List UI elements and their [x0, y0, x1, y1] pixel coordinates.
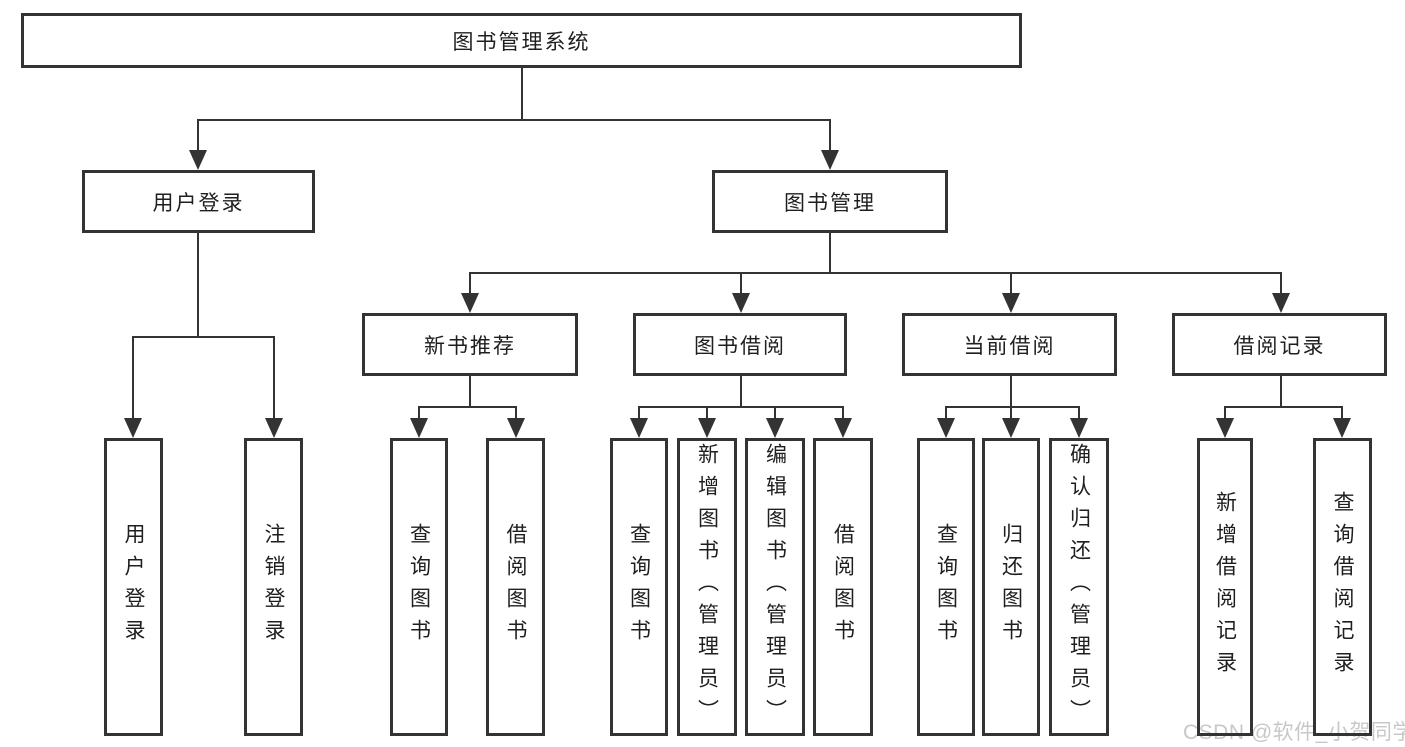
leaf-query-books-2: 查询图书	[610, 438, 668, 736]
arrow-down-icon	[1070, 418, 1088, 438]
connector-line	[1010, 376, 1012, 407]
node-current-borrow: 当前借阅	[902, 313, 1117, 376]
arrow-down-icon	[265, 418, 283, 438]
node-borrow-record: 借阅记录	[1172, 313, 1387, 376]
connector-line	[1341, 406, 1343, 422]
leaf-confirm-return-admin: 确认归还（管理员）	[1049, 438, 1109, 736]
arrow-down-icon	[698, 418, 716, 438]
leaf-query-books-1: 查询图书	[390, 438, 448, 736]
connector-line	[418, 406, 517, 408]
leaf-borrow-books-1: 借阅图书	[486, 438, 545, 736]
node-root: 图书管理系统	[21, 13, 1022, 68]
node-book-borrow-label: 图书借阅	[694, 334, 786, 358]
arrow-down-icon	[821, 150, 839, 170]
leaf-label: 新增图书（管理员）	[695, 443, 719, 731]
leaf-edit-books-admin: 编辑图书（管理员）	[745, 438, 805, 736]
leaf-label: 借阅图书	[504, 523, 527, 651]
arrow-down-icon	[1002, 293, 1020, 313]
arrow-down-icon	[732, 293, 750, 313]
node-user-login-label: 用户登录	[152, 191, 245, 215]
connector-line	[945, 406, 1080, 408]
connector-line	[197, 233, 199, 337]
connector-line	[638, 406, 844, 408]
leaf-label: 编辑图书（管理员）	[763, 443, 787, 731]
leaf-query-books-3: 查询图书	[917, 438, 975, 736]
arrow-down-icon	[1333, 418, 1351, 438]
connector-line	[1078, 406, 1080, 422]
leaf-query-borrow-record: 查询借阅记录	[1313, 438, 1372, 736]
node-book-borrow: 图书借阅	[633, 313, 847, 376]
arrow-down-icon	[410, 418, 428, 438]
node-book-management: 图书管理	[712, 170, 948, 233]
connector-line	[706, 406, 708, 422]
arrow-down-icon	[124, 418, 142, 438]
leaf-label: 注销登录	[262, 523, 285, 651]
connector-line	[273, 336, 275, 420]
node-root-label: 图书管理系统	[452, 30, 591, 54]
leaf-borrow-books-2: 借阅图书	[813, 438, 873, 736]
connector-line	[197, 119, 199, 153]
arrow-down-icon	[834, 418, 852, 438]
leaf-logout: 注销登录	[244, 438, 303, 736]
connector-line	[774, 406, 776, 422]
connector-line	[842, 406, 844, 422]
leaf-return-books: 归还图书	[982, 438, 1040, 736]
connector-line	[1280, 376, 1282, 407]
arrow-down-icon	[507, 418, 525, 438]
leaf-label: 查询借阅记录	[1331, 491, 1354, 683]
connector-line	[469, 376, 471, 407]
connector-line	[1010, 272, 1012, 296]
leaf-label: 查询图书	[407, 523, 431, 651]
leaf-add-books-admin: 新增图书（管理员）	[677, 438, 737, 736]
node-new-book-recommend: 新书推荐	[362, 313, 578, 376]
connector-line	[469, 272, 1282, 274]
arrow-down-icon	[937, 418, 955, 438]
arrow-down-icon	[461, 293, 479, 313]
connector-line	[829, 233, 831, 273]
connector-line	[1224, 406, 1343, 408]
leaf-label: 归还图书	[999, 523, 1023, 651]
csdn-watermark: CSDN @软件_小贺同学	[1183, 721, 1405, 744]
arrow-down-icon	[189, 150, 207, 170]
leaf-label: 查询图书	[934, 523, 958, 651]
connector-line	[469, 272, 471, 296]
leaf-user-login: 用户登录	[104, 438, 163, 736]
node-new-book-recommend-label: 新书推荐	[424, 334, 516, 358]
connector-line	[197, 119, 831, 121]
node-book-management-label: 图书管理	[784, 191, 876, 215]
leaf-label: 借阅图书	[831, 523, 855, 651]
connector-line	[740, 376, 742, 407]
leaf-label: 确认归还（管理员）	[1067, 443, 1091, 731]
connector-line	[515, 406, 517, 422]
connector-line	[521, 68, 523, 120]
node-user-login: 用户登录	[82, 170, 315, 233]
arrow-down-icon	[1216, 418, 1234, 438]
arrow-down-icon	[766, 418, 784, 438]
leaf-label: 新增借阅记录	[1213, 491, 1237, 683]
node-current-borrow-label: 当前借阅	[963, 334, 1056, 358]
connector-line	[740, 272, 742, 296]
leaf-label: 用户登录	[122, 523, 145, 651]
connector-line	[132, 336, 275, 338]
connector-line	[1010, 406, 1012, 422]
connector-line	[829, 119, 831, 153]
connector-line	[1224, 406, 1226, 422]
connector-line	[132, 336, 134, 420]
arrow-down-icon	[1272, 293, 1290, 313]
connector-line	[638, 406, 640, 422]
arrow-down-icon	[1002, 418, 1020, 438]
node-borrow-record-label: 借阅记录	[1233, 334, 1326, 358]
connector-line	[945, 406, 947, 422]
leaf-label: 查询图书	[627, 523, 651, 651]
arrow-down-icon	[630, 418, 648, 438]
connector-line	[1280, 272, 1282, 296]
leaf-add-borrow-record: 新增借阅记录	[1197, 438, 1253, 736]
connector-line	[418, 406, 420, 422]
